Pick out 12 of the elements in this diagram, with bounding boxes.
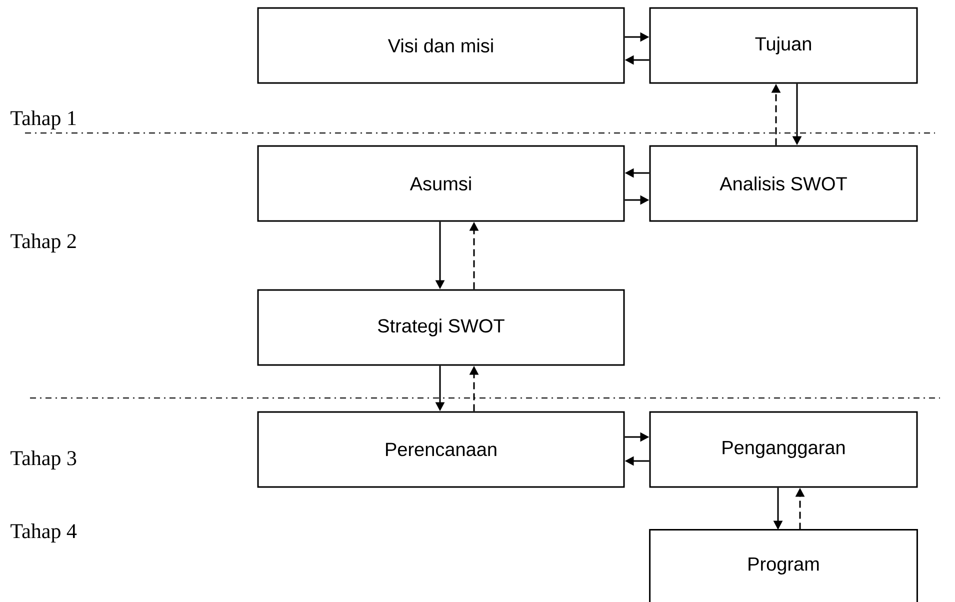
process-box: Strategi SWOT xyxy=(257,289,625,366)
process-box: Analisis SWOT xyxy=(649,145,918,222)
stage-label: Tahap 1 xyxy=(10,110,76,130)
process-box: Visi dan misi xyxy=(257,7,625,84)
process-box: Tujuan xyxy=(649,7,918,84)
stage-label: Tahap 3 xyxy=(10,450,76,470)
process-box: Perencanaan xyxy=(257,411,625,488)
process-box: Penganggaran xyxy=(649,411,918,488)
stage-label: Tahap 4 xyxy=(10,523,77,543)
stage-label: Tahap 2 xyxy=(10,233,76,253)
process-box: Asumsi xyxy=(257,145,625,222)
process-box: Program xyxy=(649,529,918,602)
